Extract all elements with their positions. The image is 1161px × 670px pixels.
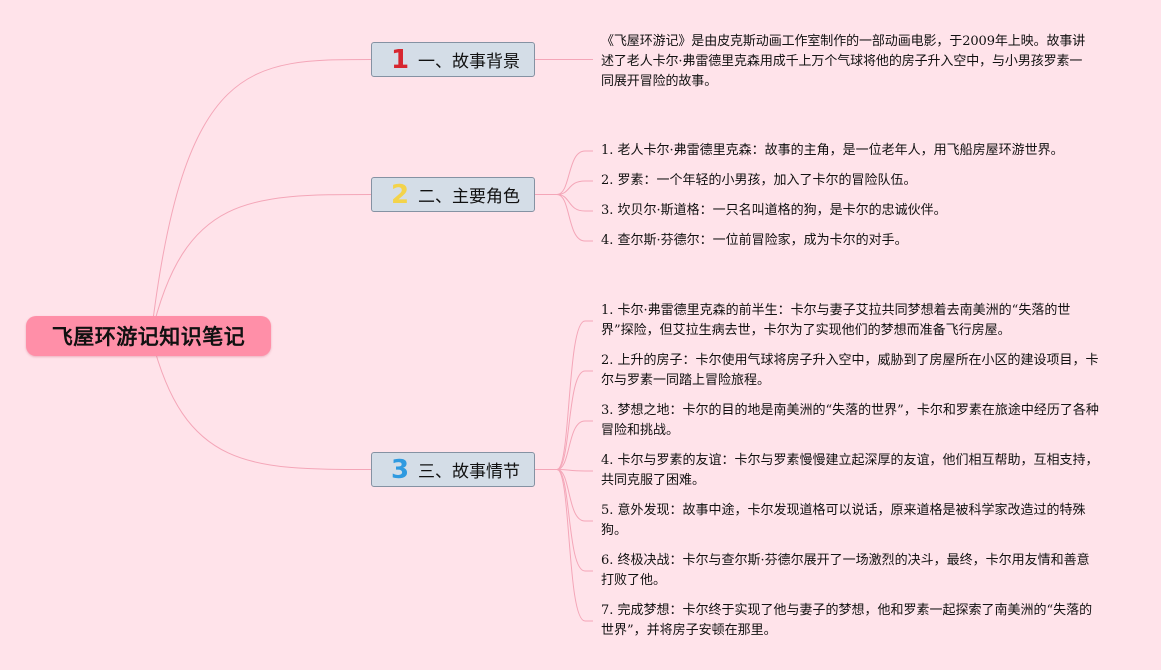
leaf-text: 1. 卡尔·弗雷德里克森的前半生：卡尔与妻子艾拉共同梦想着去南美洲的“失落的世界… xyxy=(601,303,1071,338)
leaf-node-plot-3[interactable]: 3. 梦想之地：卡尔的目的地是南美洲的“失落的世界”，卡尔和罗素在旅途中经历了各… xyxy=(601,401,1101,441)
leaf-node-plot-5[interactable]: 5. 意外发现：故事中途，卡尔发现道格可以说话，原来道格是被科学家改造过的特殊狗… xyxy=(601,501,1101,541)
leaf-node-plot-4[interactable]: 4. 卡尔与罗素的友谊：卡尔与罗素慢慢建立起深厚的友谊，他们相互帮助，互相支持，… xyxy=(601,451,1101,491)
branch-label: 二、主要角色 xyxy=(418,187,520,207)
branch-node-plot[interactable]: 3 三、故事情节 xyxy=(371,452,535,487)
number-1-icon: 1 xyxy=(390,44,410,75)
branch-leaf-link xyxy=(535,469,593,572)
leaf-text: 3. 坎贝尔·斯道格：一只名叫道格的狗，是卡尔的忠诚伙伴。 xyxy=(601,203,947,218)
branch-leaf-link xyxy=(535,469,593,622)
leaf-text: 6. 终极决战：卡尔与查尔斯·芬德尔展开了一场激烈的决斗，最终，卡尔用友情和善意… xyxy=(601,553,1090,588)
leaf-node-character-3[interactable]: 3. 坎贝尔·斯道格：一只名叫道格的狗，是卡尔的忠诚伙伴。 xyxy=(601,201,1101,221)
leaf-node-character-1[interactable]: 1. 老人卡尔·弗雷德里克森：故事的主角，是一位老年人，用飞船房屋环游世界。 xyxy=(601,141,1101,161)
number-2-icon: 2 xyxy=(390,179,410,210)
leaf-node-plot-6[interactable]: 6. 终极决战：卡尔与查尔斯·芬德尔展开了一场激烈的决斗，最终，卡尔用友情和善意… xyxy=(601,551,1101,591)
branch-label: 一、故事背景 xyxy=(418,52,520,72)
leaf-node-plot-7[interactable]: 7. 完成梦想：卡尔终于实现了他与妻子的梦想，他和罗素一起探索了南美洲的“失落的… xyxy=(601,601,1101,641)
branch-leaf-link xyxy=(535,469,593,522)
branch-leaf-link xyxy=(535,320,593,470)
root-node[interactable]: 飞屋环游记知识笔记 xyxy=(26,316,271,356)
branch-node-characters[interactable]: 2 二、主要角色 xyxy=(371,177,535,212)
branch-node-background[interactable]: 1 一、故事背景 xyxy=(371,42,535,77)
leaf-text: 2. 上升的房子：卡尔使用气球将房子升入空中，威胁到了房屋所在小区的建设项目，卡… xyxy=(601,353,1099,388)
branch-leaf-link xyxy=(535,194,593,242)
number-3-icon: 3 xyxy=(390,454,410,485)
branch-label: 三、故事情节 xyxy=(418,462,520,482)
branch-leaf-link xyxy=(535,370,593,470)
leaf-node-plot-2[interactable]: 2. 上升的房子：卡尔使用气球将房子升入空中，威胁到了房屋所在小区的建设项目，卡… xyxy=(601,351,1101,391)
leaf-text: 5. 意外发现：故事中途，卡尔发现道格可以说话，原来道格是被科学家改造过的特殊狗… xyxy=(601,503,1086,538)
branch-leaf-link xyxy=(535,150,593,195)
leaf-text: 2. 罗素：一个年轻的小男孩，加入了卡尔的冒险队伍。 xyxy=(601,173,917,188)
root-branch-link xyxy=(150,335,372,470)
branch-leaf-link xyxy=(535,420,593,470)
leaf-text: 3. 梦想之地：卡尔的目的地是南美洲的“失落的世界”，卡尔和罗素在旅途中经历了各… xyxy=(601,403,1099,438)
leaf-text: 4. 卡尔与罗素的友谊：卡尔与罗素慢慢建立起深厚的友谊，他们相互帮助，互相支持，… xyxy=(601,453,1099,488)
leaf-text: 7. 完成梦想：卡尔终于实现了他与妻子的梦想，他和罗素一起探索了南美洲的“失落的… xyxy=(601,603,1093,638)
root-title: 飞屋环游记知识笔记 xyxy=(51,325,246,349)
leaf-node-character-4[interactable]: 4. 查尔斯·芬德尔：一位前冒险家，成为卡尔的对手。 xyxy=(601,231,1101,251)
leaf-text: 《飞屋环游记》是由皮克斯动画工作室制作的一部动画电影，于2009年上映。故事讲述… xyxy=(601,34,1086,89)
leaf-node-character-2[interactable]: 2. 罗素：一个年轻的小男孩，加入了卡尔的冒险队伍。 xyxy=(601,171,1101,191)
branch-leaf-link xyxy=(535,180,593,195)
leaf-node-background[interactable]: 《飞屋环游记》是由皮克斯动画工作室制作的一部动画电影，于2009年上映。故事讲述… xyxy=(601,32,1095,92)
leaf-text: 4. 查尔斯·芬德尔：一位前冒险家，成为卡尔的对手。 xyxy=(601,233,908,248)
branch-leaf-link xyxy=(535,194,593,212)
leaf-text: 1. 老人卡尔·弗雷德里克森：故事的主角，是一位老年人，用飞船房屋环游世界。 xyxy=(601,143,1064,158)
leaf-node-plot-1[interactable]: 1. 卡尔·弗雷德里克森的前半生：卡尔与妻子艾拉共同梦想着去南美洲的“失落的世界… xyxy=(601,301,1101,341)
root-branch-link xyxy=(150,59,372,337)
root-branch-link xyxy=(150,194,372,337)
